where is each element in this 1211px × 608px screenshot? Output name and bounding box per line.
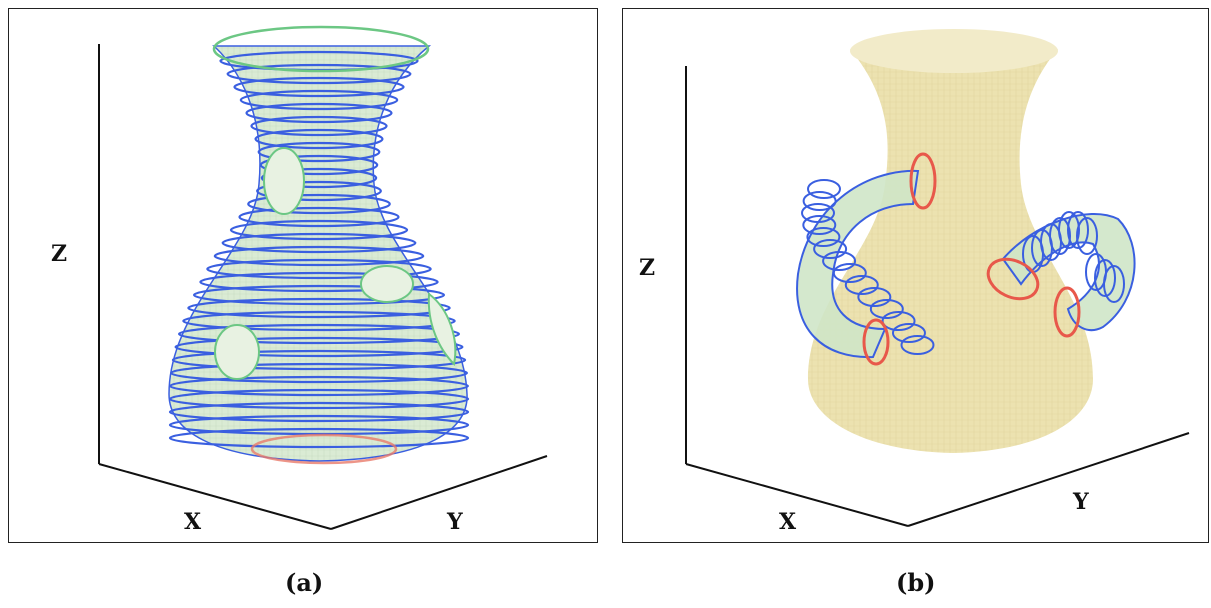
ring-line: [199, 271, 439, 293]
ring-line: [247, 193, 391, 215]
ring-line: [206, 258, 432, 280]
attach-right-bottom: [1053, 286, 1081, 338]
handle-ring: [806, 227, 841, 247]
ring-line: [182, 310, 456, 332]
vase-plot-b: [685, 29, 1190, 527]
handle-ring: [801, 203, 836, 223]
handle-ring: [1076, 217, 1098, 255]
handle-ring: [802, 215, 837, 235]
vase-body: [808, 49, 1093, 453]
handle-ring: [1103, 265, 1125, 303]
handle-ring: [1067, 211, 1089, 249]
panel-a: Z X Y: [8, 8, 598, 543]
ring-line: [229, 219, 409, 241]
axes-3d: [685, 66, 1190, 527]
handle-ring: [891, 323, 926, 343]
ring-line: [168, 427, 470, 449]
handle-ring: [832, 263, 867, 283]
handle-ring: [822, 251, 857, 271]
axes-3d: [98, 44, 548, 530]
side-opening-1: [263, 147, 305, 215]
y-axis-label: Y: [1073, 489, 1089, 515]
ring-line: [221, 232, 417, 254]
handle-ring: [802, 191, 837, 211]
ring-line: [254, 128, 384, 150]
z-axis-label: Z: [51, 241, 68, 267]
attach-right-top: [986, 257, 1040, 301]
handle-ring: [869, 299, 904, 319]
handle-ring: [844, 275, 879, 295]
handle-ring: [806, 179, 841, 199]
handle-left-rings: [801, 179, 935, 355]
z-axis-label: Z: [639, 255, 656, 281]
x-axis-label: X: [779, 509, 797, 535]
caption-b: (b): [896, 568, 936, 597]
ring-line: [174, 336, 464, 358]
ring-line: [226, 63, 412, 85]
base-opening: [250, 433, 398, 465]
handle-right: [1001, 213, 1136, 332]
handle-ring: [1049, 217, 1071, 255]
side-opening-3: [360, 265, 414, 303]
vase-plot-a: [98, 25, 548, 530]
handle-ring: [857, 287, 892, 307]
ring-line: [238, 206, 400, 228]
handle-ring: [1058, 211, 1080, 249]
side-opening-4: [427, 292, 457, 367]
ring-line: [259, 154, 379, 176]
handle-right-rings: [1022, 211, 1125, 303]
ring-line: [168, 401, 470, 423]
ring-line: [178, 323, 460, 345]
x-axis-label: X: [184, 509, 202, 535]
handle-ring: [813, 239, 848, 259]
side-opening-2: [214, 324, 260, 380]
handle-ring: [881, 311, 916, 331]
ring-line: [187, 297, 451, 319]
handle-ring: [900, 335, 935, 355]
top-opening: [850, 29, 1058, 73]
ring-line: [260, 167, 378, 189]
ring-line: [169, 375, 469, 397]
ring-line: [213, 245, 425, 267]
ring-line: [168, 388, 470, 410]
ring-line: [170, 362, 468, 384]
handle-ring: [1094, 259, 1116, 297]
ring-lines: [168, 50, 470, 449]
ring-line: [245, 102, 393, 124]
ring-line: [239, 89, 399, 111]
caption-a: (a): [285, 568, 324, 597]
ring-line: [171, 349, 467, 371]
ring-line: [192, 284, 446, 306]
ring-line: [250, 115, 388, 137]
panel-b: Z X Y: [622, 8, 1209, 543]
ring-line: [257, 141, 381, 163]
ring-line: [256, 180, 382, 202]
attach-left-bottom: [862, 318, 890, 366]
top-opening: [212, 25, 430, 73]
y-axis-label: Y: [447, 509, 463, 535]
attach-left-top: [909, 152, 937, 210]
ring-line: [233, 76, 405, 98]
